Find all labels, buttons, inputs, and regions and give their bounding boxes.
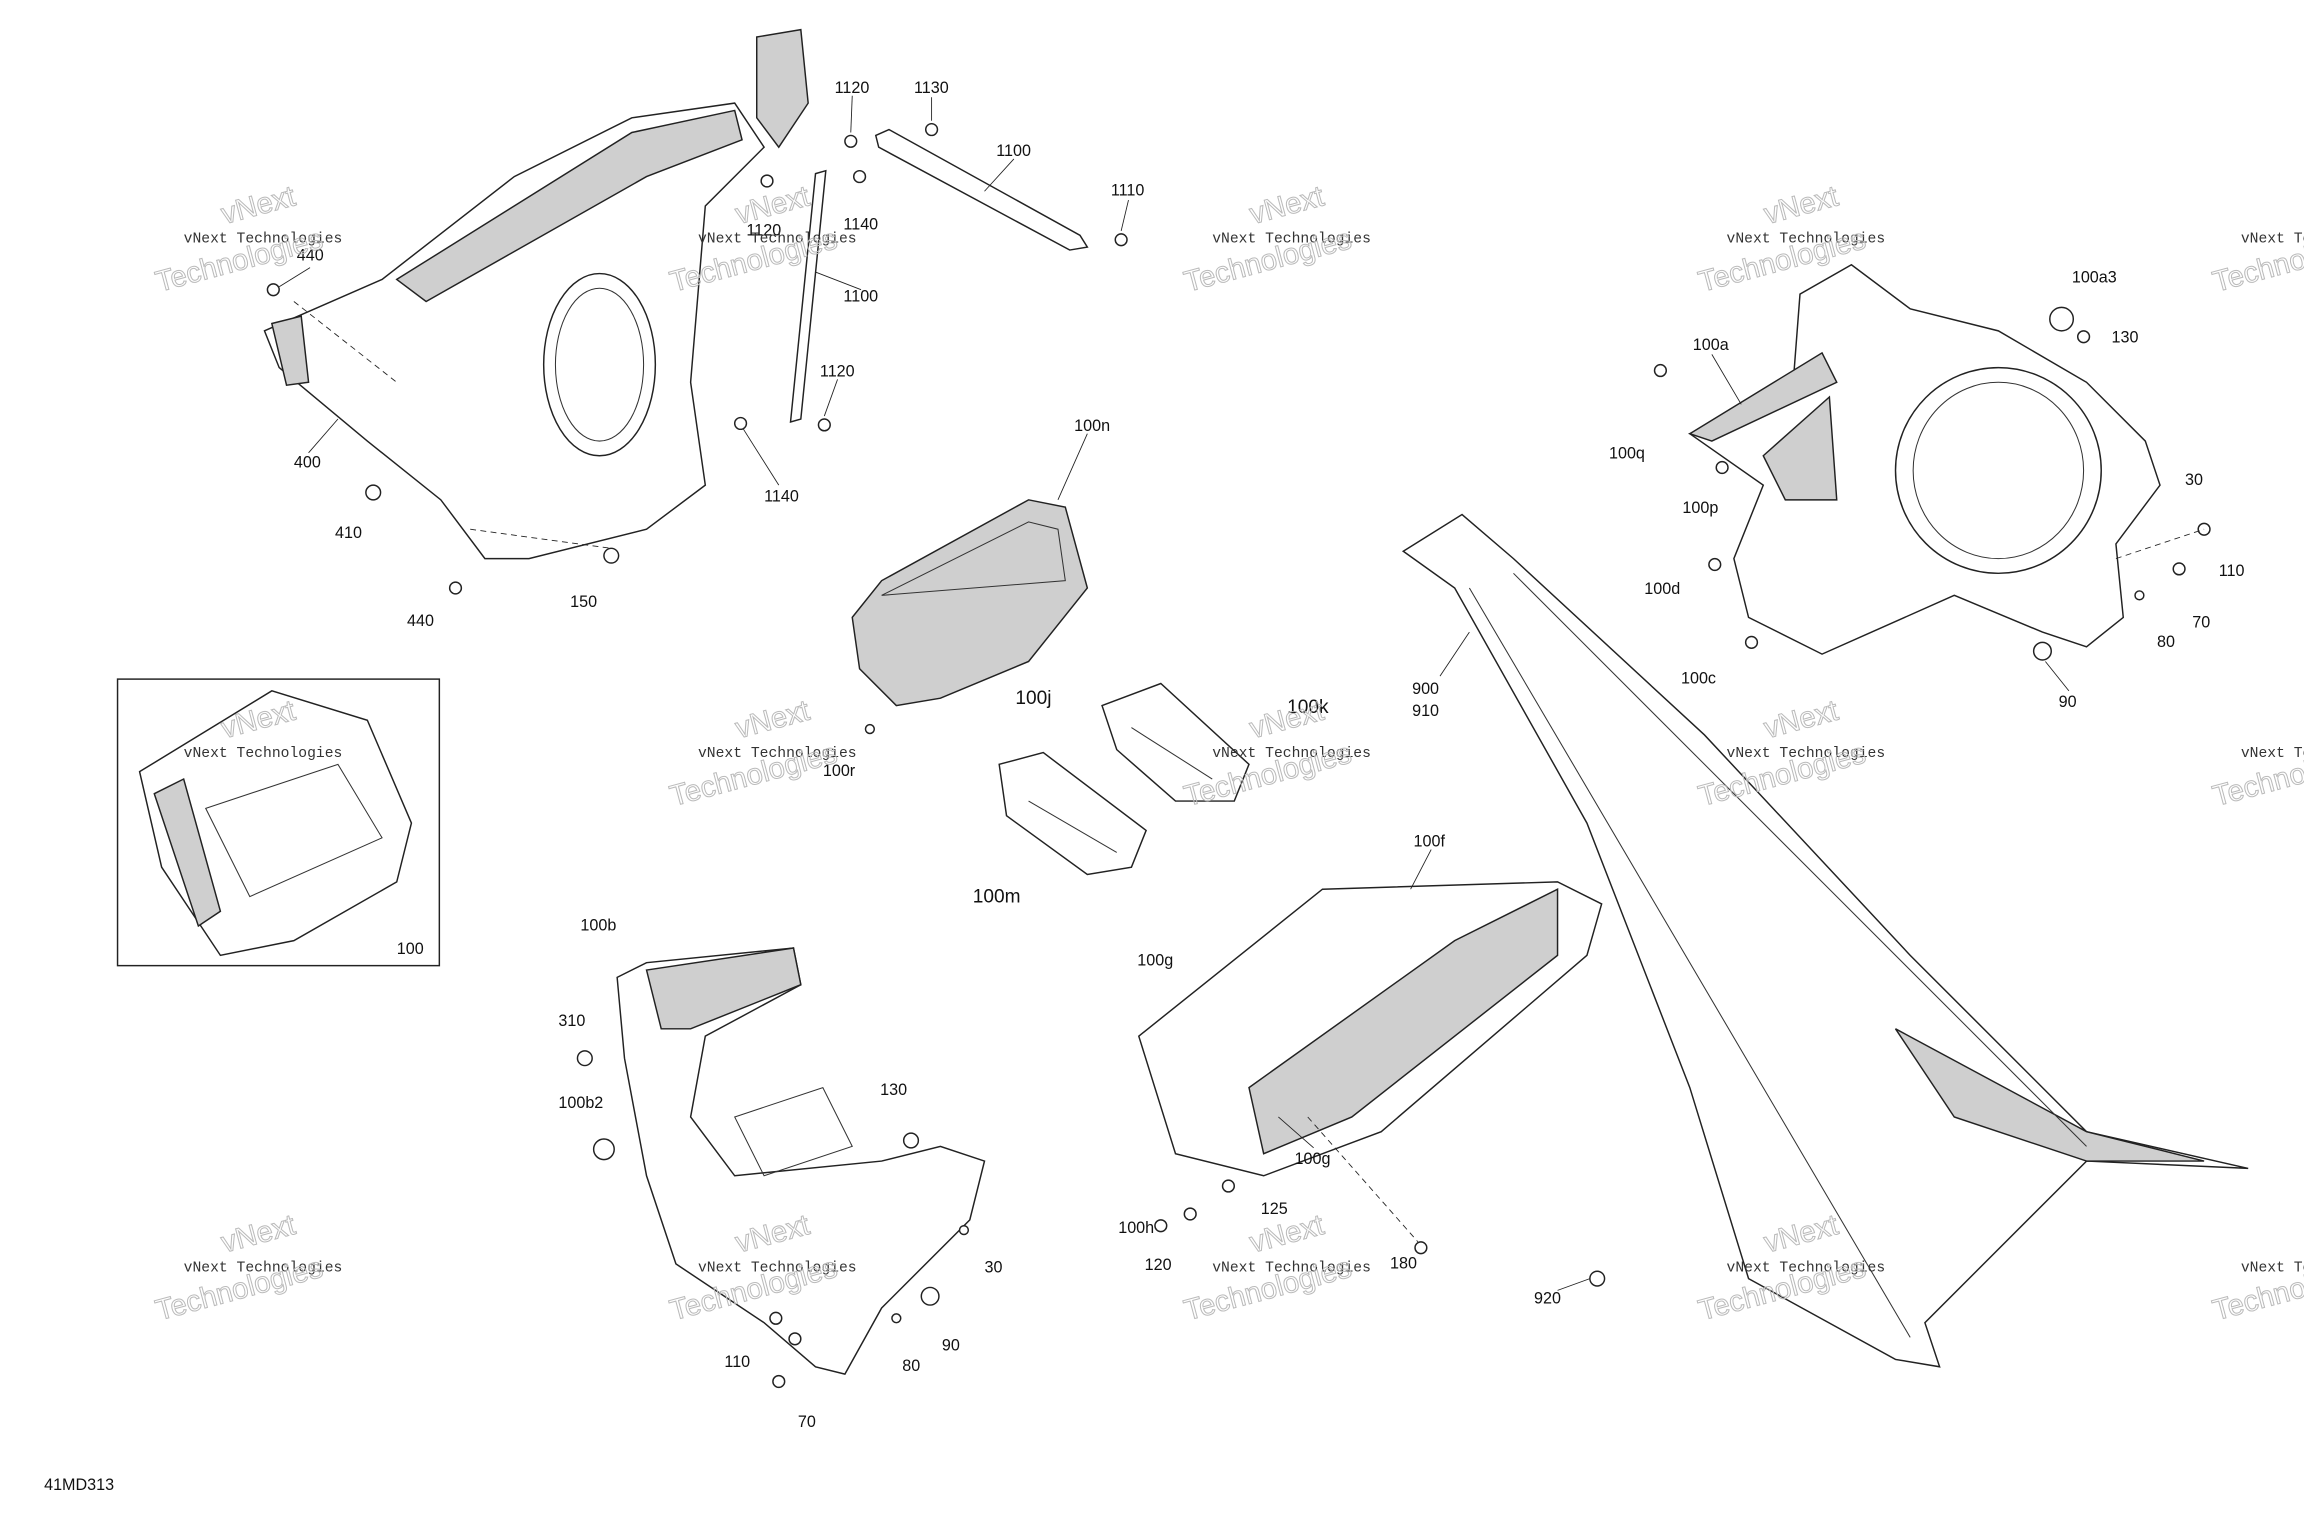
callout-label: 100q: [1609, 445, 1645, 463]
watermark: vNext: [1246, 694, 1327, 745]
callout-label: 80: [902, 1357, 920, 1375]
callout-label: 1140: [843, 215, 878, 233]
callout-label: 1130: [914, 79, 949, 97]
callout-label: 150: [570, 593, 597, 611]
callout-label: 100j: [1015, 688, 1051, 709]
callout-label: 90: [942, 1337, 960, 1355]
callout-label: 100h: [1118, 1219, 1154, 1237]
callout-label: 410: [335, 524, 362, 542]
watermark: vNext: [732, 694, 813, 745]
callout-label: 1120: [835, 79, 870, 97]
watermark: vNext: [218, 1208, 299, 1259]
watermark: vNext: [218, 180, 299, 231]
callout-label: 1120: [746, 221, 781, 239]
watermark: vNext: [1246, 180, 1327, 231]
callout-labels: 1120 1130 1100 1110 1120 1140 1100 1120 …: [294, 79, 2245, 1431]
callout-label: 1120: [820, 362, 855, 380]
watermark: vNext Technologies: [184, 746, 343, 762]
callout-label: 1110: [1111, 182, 1145, 200]
callout-label: 110: [2219, 562, 2245, 580]
watermark: vNext: [1760, 180, 1841, 231]
frame-100b: [616, 947, 986, 1375]
callout-label: 100p: [1682, 499, 1718, 517]
leader-lines: [278, 95, 2205, 1291]
callout-label: 100m: [973, 886, 1021, 907]
watermark: vNext Technologies: [698, 232, 857, 248]
callout-label: 100f: [1414, 833, 1446, 851]
callout-label: 100k: [1287, 697, 1329, 718]
callout-label: 1100: [996, 142, 1031, 160]
callout-label: 125: [1261, 1200, 1288, 1218]
watermark: vNext Technologies: [1727, 746, 1886, 762]
callout-label: 400: [294, 454, 321, 472]
callout-label: 900: [1412, 680, 1439, 698]
callout-label: 920: [1534, 1290, 1561, 1308]
callout-label: 310: [558, 1012, 585, 1030]
callout-label: 90: [2059, 693, 2077, 711]
callout-label: 100b2: [558, 1094, 603, 1112]
inset-label: 100: [397, 940, 424, 958]
callout-label: 100c: [1681, 670, 1716, 688]
watermark: vNext Technologies: [1212, 746, 1371, 762]
watermark: vNext Technologies: [184, 1260, 343, 1276]
callout-label: 180: [1390, 1254, 1417, 1272]
watermark: vNext Technologies: [2241, 232, 2304, 248]
watermark: vNext Technologies: [1727, 232, 1886, 248]
callout-label: 80: [2157, 633, 2175, 651]
callout-label: 100a: [1693, 336, 1729, 354]
callout-label: 30: [2185, 471, 2203, 489]
watermark: vNext Technologies: [1212, 232, 1371, 248]
plate-100f: [1137, 881, 1603, 1177]
watermark: vNext Technologies: [1727, 1260, 1886, 1276]
watermark: vNext Technologies: [184, 232, 343, 248]
watermark: vNext Technologies: [1212, 1260, 1371, 1276]
callout-label: 70: [2192, 614, 2210, 632]
callout-label: 1100: [843, 287, 878, 305]
callout-label: 130: [2112, 329, 2139, 347]
callout-label: 1140: [764, 487, 799, 505]
watermark: vNext Technologies: [698, 746, 857, 762]
plate-100n: [851, 499, 1089, 707]
fasteners: [266, 122, 2211, 1389]
callout-label: 100d: [1644, 580, 1680, 598]
callout-label: 100n: [1074, 417, 1110, 435]
watermark: vNext Technologies: [2241, 1260, 2304, 1276]
watermark: vNext Technologies: [698, 1260, 857, 1276]
callout-label: 100b: [580, 916, 616, 934]
callout-label: 440: [297, 246, 324, 264]
callout-label: 120: [1145, 1256, 1172, 1274]
callout-label: 130: [880, 1081, 907, 1099]
side-rail-900: [1401, 513, 2249, 1368]
callout-label: 100r: [823, 762, 856, 780]
watermark: vNext: [1760, 694, 1841, 745]
callout-label: 100g: [1295, 1150, 1331, 1168]
callout-label: 30: [984, 1259, 1002, 1277]
callout-label: 110: [724, 1353, 750, 1371]
callout-label: 440: [407, 612, 434, 630]
callout-label: 100a3: [2072, 268, 2117, 286]
watermark: vNext: [1246, 1208, 1327, 1259]
watermark: vNext Technologies: [2241, 746, 2304, 762]
inset-box: 100: [116, 678, 441, 967]
brackets-100j-100k-100m: [998, 682, 1250, 876]
callout-label: 70: [798, 1413, 816, 1431]
frame-100a: [1688, 263, 2161, 655]
callout-label: 910: [1412, 702, 1439, 720]
front-frame-assembly: [263, 28, 1089, 560]
callout-label: 100g: [1137, 952, 1173, 970]
diagram-code: 41MD313: [44, 1476, 114, 1494]
